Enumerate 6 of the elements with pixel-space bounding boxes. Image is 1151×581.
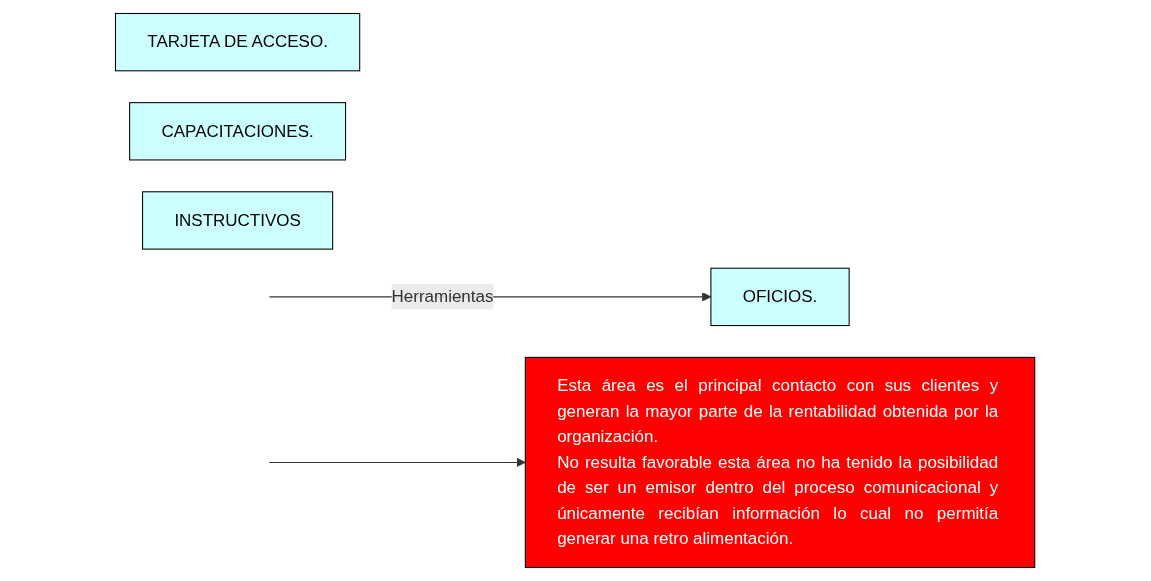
node-box: TARJETA DE ACCESO. xyxy=(115,12,361,72)
node-box: Esta área es el principal contacto con sus clientes y generan la mayor parte de la rentabilidad obtenida por la organización. No resulta favorable esta área no ha tenido la posibilidad de ser un emisor dentro del proceso comunicacional y únicamente recibían información lo cual no permitía generar una retro alimentación. xyxy=(525,356,1036,569)
edge-label: Herramientas xyxy=(391,287,494,306)
node-box: OFICIOS. xyxy=(710,267,851,327)
node-box: CAPACITACIONES. xyxy=(129,102,347,161)
node-box: INSTRUCTIVOS xyxy=(142,191,334,250)
